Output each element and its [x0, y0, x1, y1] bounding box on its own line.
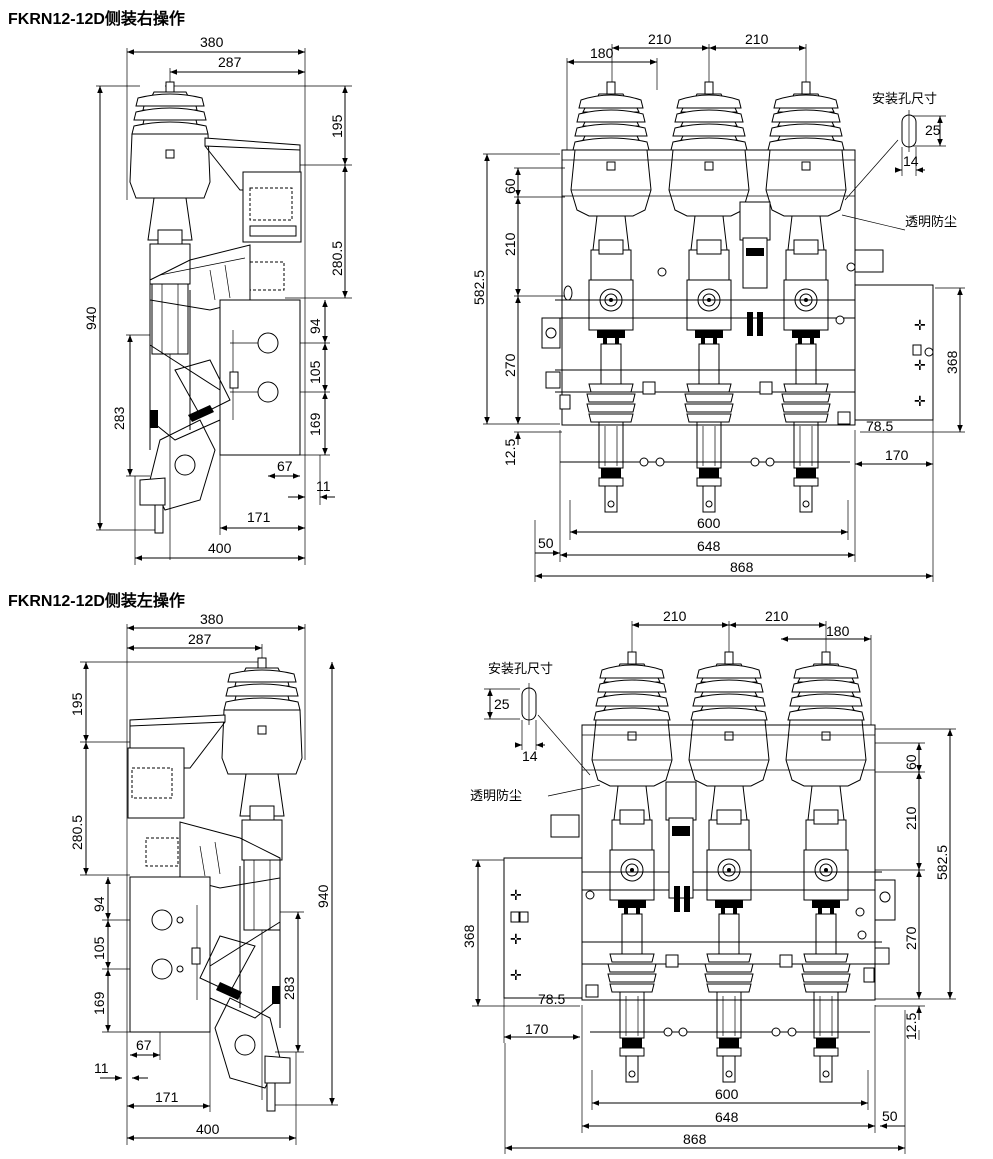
dim-283-left: 283	[281, 976, 297, 1000]
label-hole-size-right: 安装孔尺寸	[872, 92, 937, 107]
dim-11-left: 11	[94, 1060, 109, 1076]
dim-94-right: 94	[307, 318, 323, 334]
dim-600-right: 600	[697, 515, 721, 531]
dim-287-left: 287	[188, 631, 212, 647]
side-view-right-op: 380 287 195 280.5 940 283 94 105 169	[83, 34, 352, 565]
dim-195: 195	[329, 114, 345, 138]
dim-50-left: 50	[882, 1108, 898, 1124]
dim-582-5-right: 582.5	[471, 270, 487, 305]
dim-180-right: 180	[590, 45, 614, 61]
svg-text:✛: ✛	[914, 317, 926, 333]
dim-12-5-right: 12.5	[502, 439, 518, 466]
dim-940: 940	[83, 306, 99, 330]
dim-287: 287	[218, 54, 242, 70]
dim-270-right: 270	[502, 353, 518, 377]
dim-105-right: 105	[307, 360, 323, 384]
dim-169-left: 169	[91, 991, 107, 1015]
dim-280-5: 280.5	[329, 241, 345, 276]
dim-78-5-left: 78.5	[538, 991, 565, 1007]
svg-text:✛: ✛	[510, 931, 522, 947]
dim-380-left: 380	[200, 611, 224, 627]
svg-text:✛: ✛	[914, 357, 926, 373]
dim-868-right: 868	[730, 559, 754, 575]
dim-648-left: 648	[715, 1109, 739, 1125]
dim-210-v-right: 210	[502, 232, 518, 256]
svg-text:✛: ✛	[914, 393, 926, 409]
label-dust-cover-left: 透明防尘	[470, 788, 522, 804]
dim-368-left: 368	[461, 924, 477, 948]
dim-170-left: 170	[525, 1021, 549, 1037]
dim-400-right: 400	[208, 540, 232, 556]
dim-94-left: 94	[91, 896, 107, 912]
dim-50-right: 50	[538, 535, 554, 551]
dim-210-v-left: 210	[903, 806, 919, 830]
dim-25-left: 25	[494, 696, 510, 712]
dim-170-right: 170	[885, 447, 909, 463]
front-view-left-op: 210 210 180 ✛ ✛ ✛	[461, 608, 956, 1154]
dim-25-right: 25	[925, 122, 941, 138]
dim-171-right: 171	[247, 509, 271, 525]
dim-368-right: 368	[944, 350, 960, 374]
dim-210-a-left: 210	[663, 608, 687, 624]
dim-67-right: 67	[277, 458, 293, 474]
dim-12-5-left: 12.5	[903, 1013, 919, 1040]
dim-940-left: 940	[315, 884, 331, 908]
title-right-operation: FKRN12-12D侧装右操作	[8, 9, 185, 28]
dim-11-right: 11	[316, 478, 331, 494]
dim-210-b-right: 210	[745, 31, 769, 47]
dim-171-left: 171	[155, 1089, 179, 1105]
svg-text:✛: ✛	[510, 887, 522, 903]
dim-648-right: 648	[697, 538, 721, 554]
dim-78-5-right: 78.5	[866, 418, 893, 434]
dim-283: 283	[111, 406, 127, 430]
dim-60-right: 60	[502, 178, 518, 194]
dim-270-left: 270	[903, 926, 919, 950]
dim-600-left: 600	[715, 1086, 739, 1102]
label-hole-size-left: 安装孔尺寸	[488, 662, 553, 677]
dim-582-5-left: 582.5	[934, 845, 950, 880]
dim-868-left: 868	[683, 1131, 707, 1147]
dim-180-left: 180	[826, 623, 850, 639]
svg-text:✛: ✛	[510, 967, 522, 983]
dim-195-left: 195	[69, 692, 85, 716]
dim-210-b-left: 210	[765, 608, 789, 624]
front-view-right-op: 180 210 210 ✛ ✛ ✛	[471, 31, 965, 582]
dim-280-5-left: 280.5	[69, 815, 85, 850]
dim-400-left: 400	[196, 1121, 220, 1137]
dim-14-right: 14	[903, 153, 919, 169]
dim-169-right: 169	[307, 412, 323, 436]
dim-210-a-right: 210	[648, 31, 672, 47]
dim-60-left: 60	[903, 754, 919, 770]
side-view-left-op: 380 287 195 280.5 940 283 94 105 169	[69, 611, 338, 1145]
title-left-operation: FKRN12-12D侧装左操作	[8, 591, 185, 610]
dim-380: 380	[200, 34, 224, 50]
label-dust-cover-right: 透明防尘	[905, 214, 957, 230]
dim-105-left: 105	[91, 936, 107, 960]
dim-67-left: 67	[136, 1037, 152, 1053]
dim-14-left: 14	[522, 748, 538, 764]
